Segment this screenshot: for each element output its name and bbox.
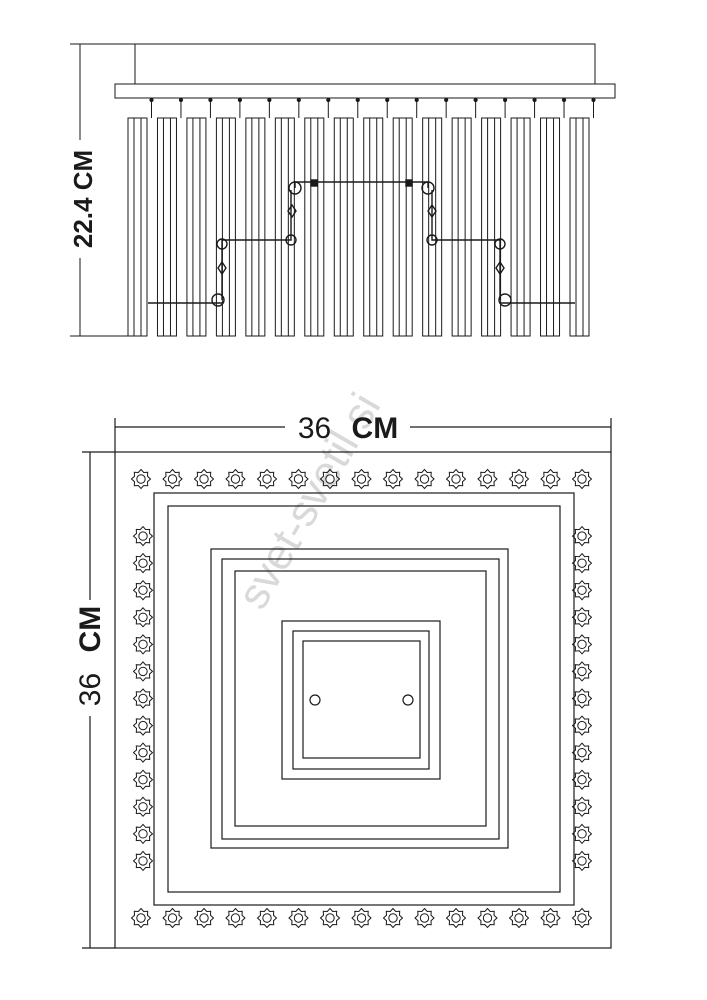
crystal-bead bbox=[508, 468, 530, 490]
width-dimension-unit: CM bbox=[352, 412, 399, 445]
middle-frame-2 bbox=[221, 558, 500, 840]
middle-frame-1 bbox=[210, 548, 509, 849]
crystal-bead bbox=[132, 715, 154, 736]
crystal-bead bbox=[130, 907, 152, 929]
crystal-bead bbox=[382, 907, 404, 929]
crystal-bead bbox=[132, 634, 154, 655]
crystal-bead bbox=[414, 468, 435, 490]
crystal-bead bbox=[508, 907, 530, 929]
crystal-bead bbox=[540, 907, 561, 929]
depth-dimension-label: 36 CM bbox=[74, 606, 107, 706]
crystal-bead bbox=[571, 634, 593, 655]
crystal-bead bbox=[571, 823, 593, 845]
crystal-rod bbox=[156, 97, 184, 337]
width-dimension-number: 36 bbox=[298, 412, 331, 445]
side-view bbox=[70, 43, 616, 337]
crystal-bead bbox=[571, 742, 593, 763]
crystal-bead bbox=[571, 769, 593, 790]
crystal-bead bbox=[571, 850, 593, 872]
crystal-rod bbox=[540, 97, 567, 337]
crystal-bead bbox=[132, 850, 154, 872]
crystal-bead bbox=[319, 468, 341, 490]
crystal-bead bbox=[288, 907, 309, 929]
crystal-bead bbox=[571, 525, 593, 547]
crystal-rod bbox=[333, 97, 360, 337]
crystal-rods bbox=[127, 97, 596, 337]
crystal-bead bbox=[571, 796, 593, 818]
crystal-rod bbox=[186, 97, 213, 337]
crystal-bead bbox=[256, 907, 278, 929]
crystal-bead bbox=[132, 823, 154, 845]
crystal-bead bbox=[193, 468, 215, 490]
center-plate bbox=[302, 640, 421, 759]
crystal-bead bbox=[132, 769, 154, 790]
top-view bbox=[82, 418, 612, 949]
screw-hole-right bbox=[402, 694, 414, 706]
crystal-bead bbox=[351, 907, 372, 929]
crystal-bead bbox=[162, 907, 183, 929]
crystal-bead bbox=[571, 579, 593, 601]
crystal-bead bbox=[256, 468, 278, 490]
crystal-bead bbox=[571, 715, 593, 736]
crystal-bead bbox=[571, 688, 593, 709]
crystal-bead bbox=[319, 907, 341, 929]
crystal-rod bbox=[245, 97, 272, 337]
crystal-bead bbox=[571, 607, 593, 628]
crystal-bead bbox=[414, 907, 435, 929]
crystal-bead bbox=[571, 907, 593, 929]
crystal-bead bbox=[162, 468, 183, 490]
crystal-bead bbox=[288, 468, 309, 490]
crystal-bead bbox=[225, 468, 246, 490]
crystal-bead bbox=[571, 468, 593, 490]
depth-dimension-number: 36 bbox=[74, 673, 107, 706]
crystal-bead bbox=[193, 907, 215, 929]
frame-wire bbox=[148, 179, 575, 307]
middle-frame-3 bbox=[234, 570, 487, 827]
crystal-bead bbox=[540, 468, 561, 490]
crystal-bead bbox=[477, 907, 498, 929]
crystal-rod bbox=[451, 97, 478, 337]
center-frame-1 bbox=[281, 620, 441, 780]
crystal-rod bbox=[569, 97, 596, 337]
crystal-bead bbox=[477, 468, 498, 490]
height-dimension-label: 22.4 CM bbox=[68, 150, 98, 248]
inner-frame-1 bbox=[153, 492, 575, 906]
crystal-bead bbox=[225, 907, 246, 929]
crystal-border bbox=[130, 468, 593, 929]
crystal-bead bbox=[132, 742, 154, 763]
crystal-rod bbox=[363, 97, 390, 337]
crystal-bead bbox=[132, 688, 154, 709]
crystal-rod bbox=[127, 97, 154, 337]
crystal-bead bbox=[132, 525, 154, 547]
center-frame-2 bbox=[292, 630, 430, 770]
crystal-rod bbox=[215, 97, 242, 337]
crystal-bead bbox=[571, 661, 593, 682]
crystal-rod bbox=[422, 97, 449, 337]
crystal-rod bbox=[274, 97, 301, 337]
crystal-bead bbox=[132, 579, 154, 601]
crystal-bead bbox=[132, 661, 154, 682]
crystal-bead bbox=[132, 796, 154, 818]
width-dimension-label: 36 CM bbox=[298, 412, 398, 445]
crystal-rod bbox=[481, 97, 508, 337]
mounting-plate bbox=[114, 83, 616, 99]
inner-frame-2 bbox=[167, 505, 561, 893]
ceiling-canopy bbox=[134, 43, 596, 85]
crystal-rod bbox=[510, 97, 537, 337]
screw-hole-left bbox=[309, 694, 321, 706]
depth-dimension-unit: CM bbox=[74, 606, 107, 653]
outer-frame bbox=[114, 451, 612, 949]
crystal-bead bbox=[132, 607, 154, 628]
crystal-bead bbox=[132, 552, 154, 574]
crystal-bead bbox=[445, 907, 467, 929]
crystal-bead bbox=[445, 468, 467, 490]
crystal-bead bbox=[382, 468, 404, 490]
crystal-bead bbox=[130, 468, 152, 490]
crystal-rod bbox=[304, 97, 331, 337]
crystal-bead bbox=[351, 468, 372, 490]
crystal-bead bbox=[571, 552, 593, 574]
crystal-rod bbox=[392, 97, 419, 337]
